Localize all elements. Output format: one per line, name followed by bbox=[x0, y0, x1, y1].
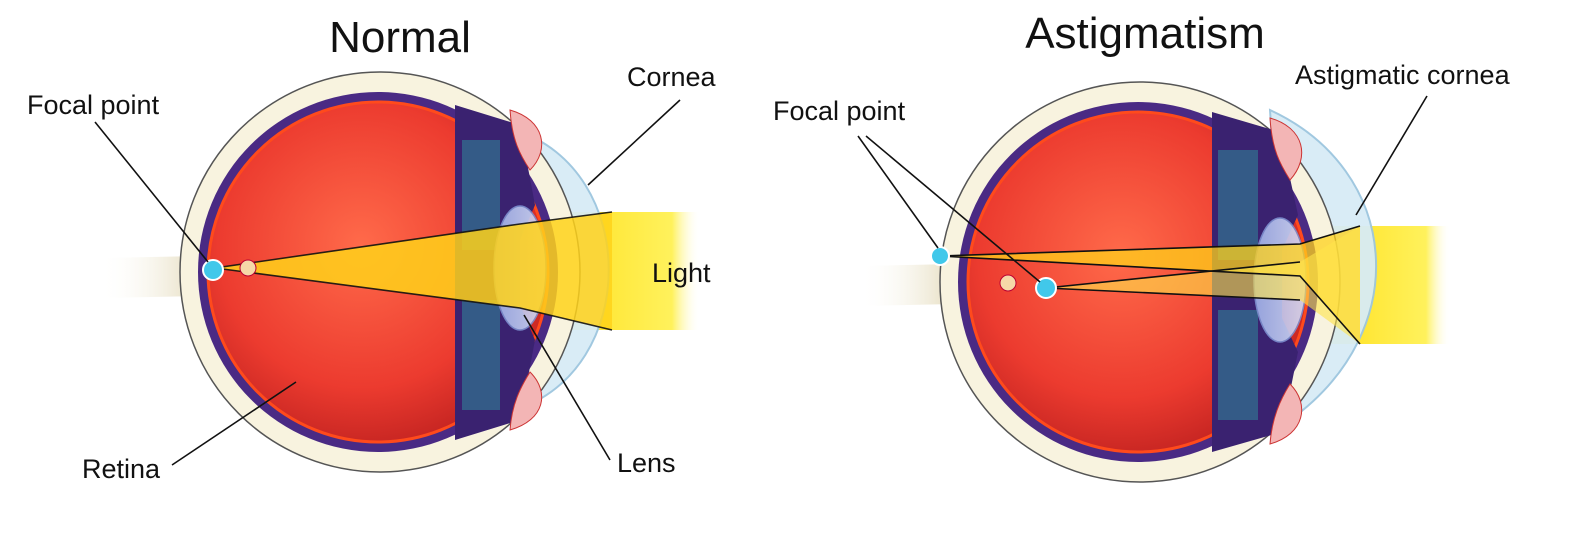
normal-lens-label: Lens bbox=[617, 448, 676, 478]
normal-focal-point-icon bbox=[202, 259, 224, 281]
astig-cornea-label: Astigmatic cornea bbox=[1295, 60, 1511, 90]
normal-title: Normal bbox=[329, 13, 471, 62]
astigmatism-panel: Astigmatism Foca bbox=[773, 9, 1511, 483]
astig-optic-nerve bbox=[860, 264, 955, 306]
normal-focal-point-leader bbox=[94, 121, 209, 263]
astigmatism-title: Astigmatism bbox=[1025, 9, 1265, 58]
astig-focal-point-inner-icon bbox=[1035, 277, 1057, 299]
astig-light-beam-inner-a bbox=[940, 226, 1360, 344]
normal-cornea-leader bbox=[587, 99, 681, 186]
normal-focal-point-label: Focal point bbox=[27, 90, 160, 120]
normal-optic-nerve bbox=[100, 256, 200, 298]
normal-panel: Normal Focal point bbox=[27, 13, 717, 484]
astig-focal-point-leader-b bbox=[865, 135, 1041, 283]
astig-focal-point-label: Focal point bbox=[773, 96, 906, 126]
normal-retina-leader bbox=[171, 381, 297, 466]
astig-cornea-leader bbox=[1355, 95, 1428, 216]
astig-focal-point-retina-icon bbox=[930, 246, 950, 266]
normal-lens-leader bbox=[523, 314, 611, 461]
normal-light-beam-inner bbox=[215, 212, 612, 330]
astig-light-beam-inner-b bbox=[1046, 226, 1360, 344]
normal-cornea-label: Cornea bbox=[627, 62, 717, 92]
normal-retina-label: Retina bbox=[82, 454, 161, 484]
normal-light-label: Light bbox=[652, 258, 711, 288]
astig-focal-point-leader-a bbox=[857, 135, 939, 249]
